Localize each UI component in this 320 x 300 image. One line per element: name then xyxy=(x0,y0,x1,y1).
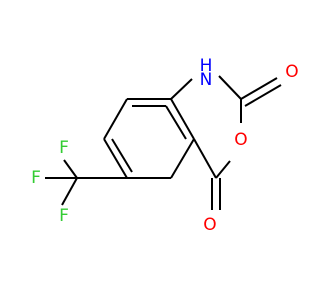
bond-cf3-f-a xyxy=(63,159,78,179)
atom-label-carbonyl-oxygen-2: O xyxy=(285,62,298,82)
bond-c7-c6-inner xyxy=(111,138,133,173)
atom-label-fluorine-top: F xyxy=(59,138,69,158)
bond-layer xyxy=(45,75,282,210)
bond-c7-c6 xyxy=(103,138,128,179)
bond-c8a-n1 xyxy=(170,78,193,100)
bond-o3-c4 xyxy=(215,160,231,179)
bond-c2-o-double-a xyxy=(240,77,278,100)
bond-n1-c2 xyxy=(218,75,242,100)
atom-label-n-h: H xyxy=(200,56,213,76)
atom-label-layer: H N O O O F F F xyxy=(31,56,299,235)
bond-c5-c4a xyxy=(170,138,195,179)
structure-diagram: H N O O O F F F xyxy=(31,56,299,235)
bond-c4a-c8a xyxy=(170,98,195,140)
atom-label-carbonyl-oxygen-4: O xyxy=(203,215,216,235)
bond-c4-c4a xyxy=(193,138,217,179)
atom-label-fluorine-bottom: F xyxy=(59,206,69,226)
atom-label-fluorine-left: F xyxy=(31,168,41,188)
atom-label-ring-oxygen: O xyxy=(234,130,247,150)
bond-c4a-c8a-inner xyxy=(165,105,187,140)
bond-c2-o-double-b xyxy=(244,84,282,107)
atom-label-n: N xyxy=(200,70,213,90)
molecule-drawing: H N O O O F F F xyxy=(31,56,299,235)
bond-c8-c7 xyxy=(103,98,128,140)
bond-cf3-f-c xyxy=(61,177,78,206)
